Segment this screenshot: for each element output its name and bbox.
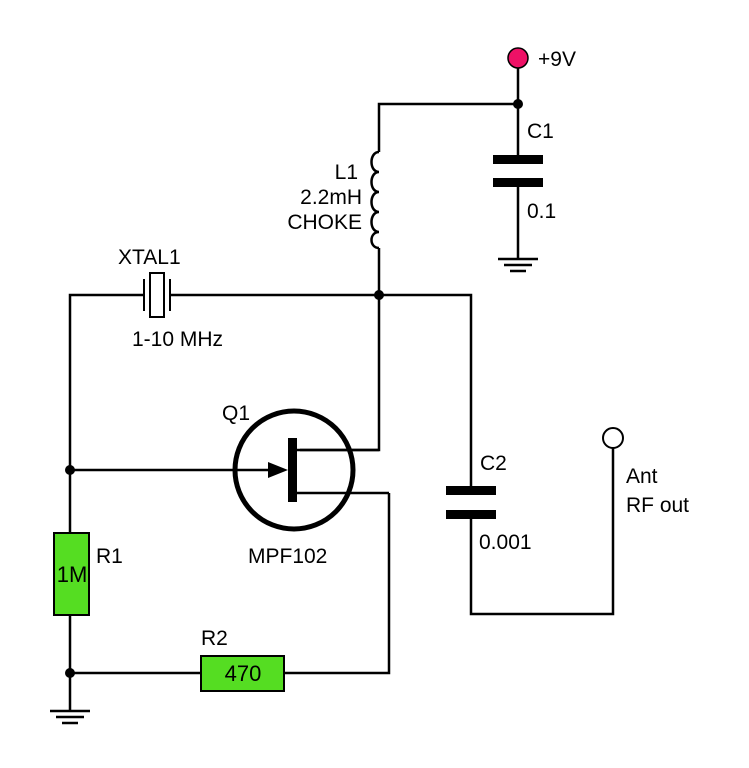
xtal1-name-label: XTAL1: [118, 246, 181, 269]
r2-body: [200, 655, 285, 692]
antenna-dot: [602, 427, 624, 449]
r1-value-label: 1M: [57, 562, 88, 587]
c2-name-label: C2: [480, 452, 507, 475]
antenna-terminal: Ant RF out: [602, 427, 689, 517]
wire-drain: [300, 295, 381, 452]
transistor-q1: Q1 MPF102: [70, 402, 389, 568]
wire-to-c2: [379, 293, 473, 487]
wire-source: [284, 493, 391, 675]
c2-plate-bottom: [446, 510, 496, 519]
resistor-r2: 470 R2: [70, 627, 285, 692]
capacitor-c1: C1 0.1: [493, 104, 556, 258]
antenna-label-line2: RF out: [626, 494, 689, 517]
xtal1-body: [149, 272, 165, 318]
inductor-l1: L1 2.2mH CHOKE: [287, 150, 381, 295]
resistor-r1: 1M R1: [53, 470, 123, 710]
q1-part-label: MPF102: [248, 545, 327, 568]
crystal-xtal1: XTAL1 1-10 MHz: [68, 246, 379, 470]
r1-name-label: R1: [96, 545, 123, 568]
l1-value-label: 2.2mH: [300, 186, 362, 209]
xtal1-value-label: 1-10 MHz: [132, 328, 223, 351]
supply-dot: [507, 47, 529, 69]
l1-name-label: L1: [335, 161, 358, 184]
r1-body: [53, 532, 90, 616]
r2-name-label: R2: [201, 627, 228, 650]
ground-main: [50, 709, 90, 725]
r2-value-label: 470: [225, 661, 262, 686]
c1-plate-top: [493, 155, 543, 164]
q1-name-label: Q1: [222, 402, 250, 425]
antenna-label-line1: Ant: [626, 465, 658, 488]
supply-terminal: +9V: [507, 47, 576, 71]
c2-value-label: 0.001: [479, 531, 532, 554]
capacitor-c2: C2 0.001: [446, 448, 615, 616]
c1-name-label: C1: [527, 120, 554, 143]
c2-plate-top: [446, 486, 496, 495]
l1-type-label: CHOKE: [287, 211, 362, 234]
top-rail: [377, 68, 523, 152]
q1-channel: [288, 438, 297, 502]
c1-plate-bottom: [493, 178, 543, 187]
supply-label: +9V: [538, 48, 576, 71]
c1-value-label: 0.1: [527, 200, 556, 223]
ground-c1: [498, 257, 538, 273]
q1-gate-arrow: [268, 462, 288, 478]
